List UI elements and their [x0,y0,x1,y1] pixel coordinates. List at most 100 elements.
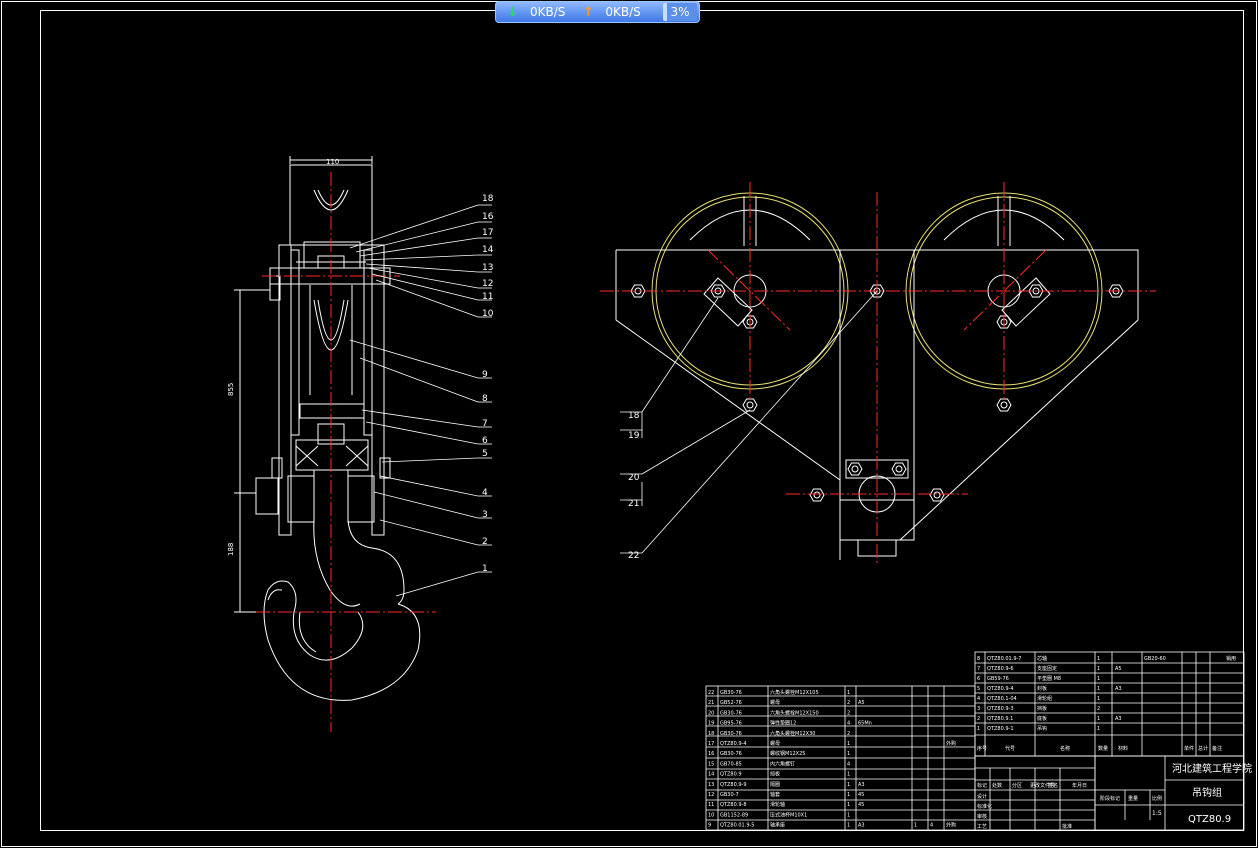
label-standard: 标准化 [977,803,992,810]
network-speed-widget[interactable]: ↓ 0KB/S ↑ 0KB/S 3% [495,1,700,23]
bom-cell: QTZ80.9.1 [987,716,1013,722]
bom-cell: 底板 [1037,715,1047,722]
callout-label: 19 [628,431,640,441]
bom-cell: QTZ80.1-04 [987,696,1017,702]
bom-cell: 1 [847,782,850,788]
bom-cell: 1 [1097,726,1100,732]
callout-label: 14 [482,245,494,255]
bom-cell: 2 [847,710,850,716]
bom-cell: QTZ80.9-6 [987,666,1014,672]
left-callout-numbers: 18 16 17 14 13 12 11 10 9 8 7 6 5 4 3 2 … [482,194,494,574]
callout-label: 8 [482,394,488,404]
bom-cell: GB20-60 [1144,656,1166,662]
bom-cell: QTZ80.01.9-5 [720,823,755,829]
bom-cell: 六角头螺栓M12X105 [770,689,819,696]
bom-header-cell: 备注 [1212,745,1222,752]
left-view-centerlines [256,172,436,732]
bom-cell: 65Mn [858,721,872,727]
bom-cell: 螺纹钢M12X25 [770,750,805,757]
bom-cell: 1 [847,802,850,808]
callout-label: 16 [482,212,494,222]
bom-cell: 芯轴 [1037,655,1047,662]
bom-cell: 8 [977,656,980,662]
callout-label: 4 [482,488,488,498]
bom-cell: 22 [708,690,714,696]
cpu-percent-badge: 3% [663,3,697,21]
callout-label: 20 [628,473,640,483]
bom-cell: 外购 [946,740,956,747]
bom-cell: GB30-76 [720,751,742,757]
bom-cell: 1 [847,812,850,818]
callout-label: 5 [482,449,488,459]
bom-cell: 14 [708,772,714,778]
bom-cell: 压式油杯M10X1 [770,811,807,818]
label-approve: 批准 [1062,823,1072,830]
svg-text:188: 188 [227,543,235,556]
drawing-scale: 1:5 [1152,810,1162,817]
bom-cell: QTZ80.9-4 [720,741,747,747]
bom-cell: 六角头螺栓M12X150 [770,709,819,716]
bom-cell: 1 [914,823,917,829]
bom-cell: 6 [977,676,980,682]
bom-cell: QTZ80.9 [720,772,742,778]
bom-cell: 15 [708,761,714,767]
revision-header-cell: 处数 [992,782,1002,789]
bom-cell: 4 [977,696,980,702]
bom-cell: 吊钩 [1037,725,1047,732]
bom-cell: GB30-7 [720,792,739,798]
bom-cell: QTZ80.9-8 [720,802,747,808]
hook-assembly-section-view: 855 188 110 [227,156,421,701]
callout-label: 6 [482,436,488,446]
bom-cell: 19 [708,721,714,727]
callout-label: 7 [482,419,488,429]
bom-cell: 螺母 [770,740,780,747]
bom-header-cell: 序号 [977,745,987,752]
title-block [705,651,1245,831]
bom-cell: 5 [977,686,980,692]
bom-cell: 1 [1097,686,1100,692]
bom-cell: 平垫圈 M8 [1037,675,1061,682]
bom-cell: 挡板 [770,771,780,778]
bom-cell: 20 [708,710,714,716]
label-process: 工艺 [977,824,987,830]
bom-cell: 4 [847,761,850,767]
bom-cell: 滑轮轴 [770,801,785,808]
bom-cell: GB30-76 [720,731,742,737]
bom-cell: 4 [847,721,850,727]
bom-cell: A5 [1115,666,1122,672]
bom-cell: 封板 [1037,685,1047,692]
bom-cell: QTZ80.9-3 [987,706,1014,712]
left-callout-leaders [349,204,492,597]
bom-cell: 1 [847,772,850,778]
bom-cell: GB70-85 [720,761,742,767]
drawing-code: QTZ80.9 [1188,814,1231,825]
bom-cell: 1 [847,690,850,696]
bom-cell: 1 [1097,656,1100,662]
bom-cell: 隔圈 [770,781,780,788]
callout-label: 10 [482,309,494,319]
bom-cell: 1 [847,823,850,829]
bom-cell: 13 [708,782,714,788]
svg-text:110: 110 [326,158,339,166]
revision-header-row: 标记处数分区更改文件号签名年月日 [977,782,1087,789]
label-design: 设计 [977,793,987,800]
callout-label: 9 [482,370,488,380]
right-callout-leaders [620,290,878,554]
bom-header-cell: 代号 [1005,745,1015,752]
bom-cell: GB59-76 [987,676,1009,682]
bom-cell: 滑轮组 [1037,695,1052,702]
arrow-up-icon: ↑ [582,4,594,20]
bom-cell: 外购 [946,822,956,829]
bom-cell: GB52-76 [720,700,742,706]
bom-cell: 1 [977,726,980,732]
upload-speed: 0KB/S [605,5,641,19]
bom-cell: GB1152-89 [720,812,748,818]
bom-header-cell: 材料 [1118,745,1128,752]
callout-label: 18 [628,411,640,421]
revision-header-cell: 分区 [1012,782,1022,789]
bom-cell: 3 [977,706,980,712]
arrow-down-icon: ↓ [507,4,519,20]
revision-header-cell: 签名 [1048,782,1058,789]
